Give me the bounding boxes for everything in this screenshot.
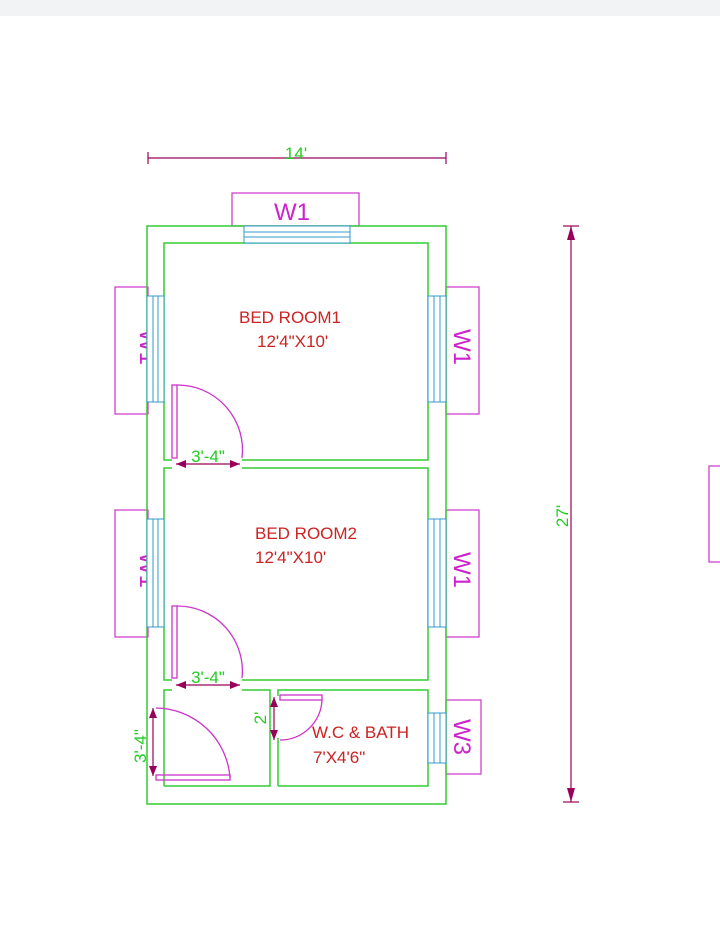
bedroom2-inner-wall xyxy=(163,467,429,681)
window-label-bath: W3 xyxy=(448,719,475,755)
window-label-top: W1 xyxy=(274,199,310,226)
door-label-bedroom2: 3'-4" xyxy=(191,668,225,687)
top-bar xyxy=(0,0,720,16)
bedroom1-inner-wall xyxy=(163,242,429,461)
window-label-right-lower: W1 xyxy=(448,552,475,588)
window-right-upper: W1 xyxy=(445,286,480,415)
window-label-right-upper: W1 xyxy=(448,329,475,365)
length-dimension: 27' xyxy=(553,225,579,803)
door-label-bath: 2' xyxy=(251,712,270,725)
bedroom2-size: 12'4"X10' xyxy=(255,548,326,567)
length-label: 27' xyxy=(553,505,572,527)
glass-right-upper xyxy=(427,295,447,403)
bedroom2-name: BED ROOM2 xyxy=(255,524,357,543)
entry-lobby-wall xyxy=(163,689,271,787)
bath-name: W.C & BATH xyxy=(312,723,409,742)
door-label-bedroom1: 3'-4" xyxy=(191,447,225,466)
window-bath: W3 xyxy=(445,699,482,775)
door-bedroom2: 3'-4" xyxy=(171,605,244,689)
glass-top xyxy=(243,225,351,244)
bath-size: 7'X4'6" xyxy=(313,748,365,767)
door-entry: 3'-4" xyxy=(131,707,231,781)
glass-left-lower xyxy=(146,518,165,628)
door-bedroom1: 3'-4" xyxy=(171,384,244,468)
window-top: W1 xyxy=(231,192,360,227)
width-label: 14' xyxy=(285,144,307,163)
bedroom1-size: 12'4"X10' xyxy=(257,332,328,351)
glass-left-upper xyxy=(146,295,165,403)
glass-bath xyxy=(427,712,447,764)
bedroom1-name: BED ROOM1 xyxy=(239,308,341,327)
partial-window-frame xyxy=(708,465,720,563)
door-label-entry: 3'-4" xyxy=(131,729,150,763)
window-right-lower: W1 xyxy=(445,509,480,638)
width-dimension: 14' xyxy=(147,144,447,164)
door-bath: 2' xyxy=(251,694,323,741)
glass-right-lower xyxy=(427,518,447,628)
